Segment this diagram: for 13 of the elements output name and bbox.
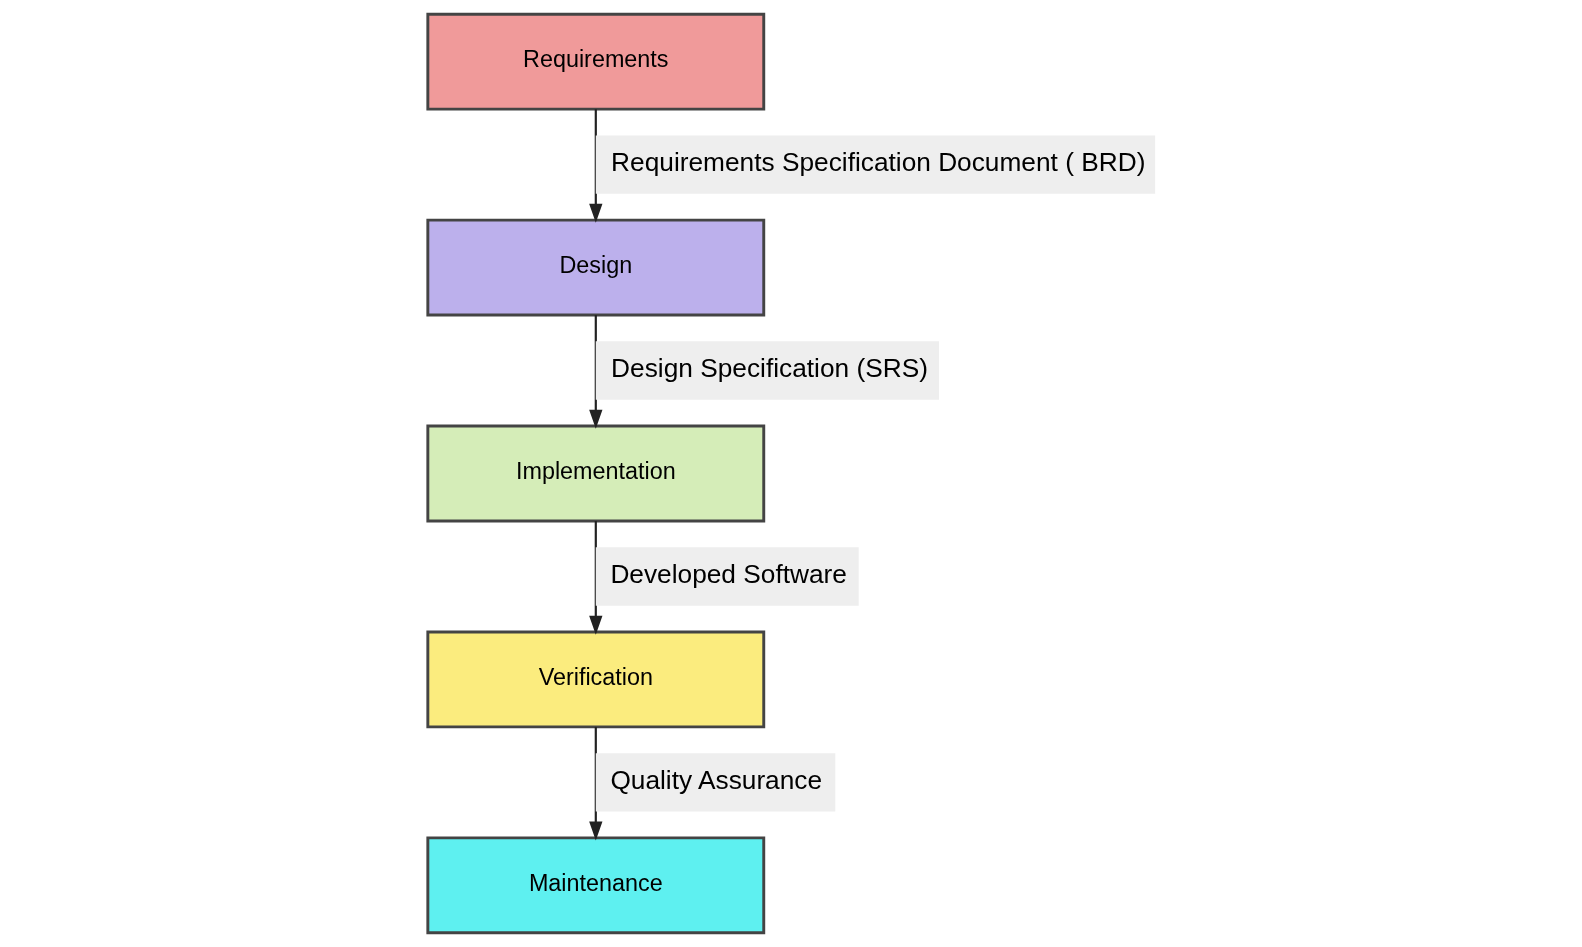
arrow: [588, 315, 602, 429]
edge-label: Design Specification (SRS): [610, 352, 928, 383]
node-box: Maintenance: [425, 836, 765, 935]
node-box: Design: [425, 218, 765, 317]
node-box: Verification: [425, 630, 765, 729]
node-box: Requirements: [425, 12, 765, 111]
edge-label: Quality Assurance: [609, 764, 822, 795]
edge-label: Developed Software: [609, 558, 847, 589]
arrow: [588, 726, 602, 841]
arrow: [588, 109, 602, 223]
arrow: [588, 521, 602, 635]
node-box: Implementation: [425, 424, 765, 523]
edge-label: Requirements Specification Document ( BRD): [610, 147, 1145, 178]
